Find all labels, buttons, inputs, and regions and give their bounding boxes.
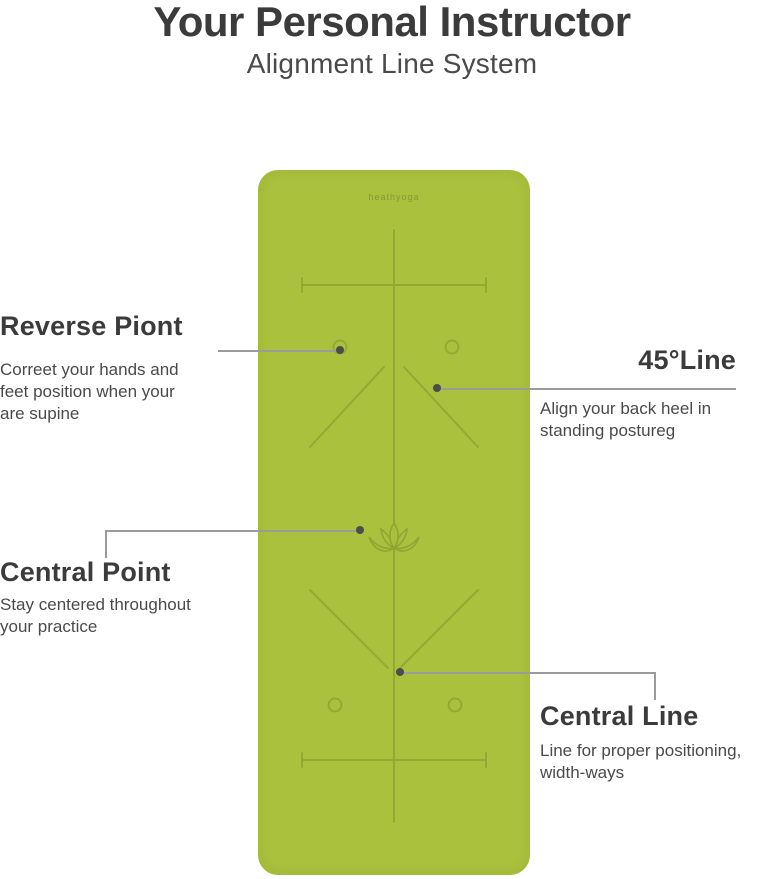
callout-45-line-dot <box>433 384 441 392</box>
alignment-lines-graphic <box>301 229 487 823</box>
lotus-icon <box>368 521 420 552</box>
callout-central-line-heading: Central Line <box>540 701 699 731</box>
callout-45-line-heading: 45°Line <box>638 345 736 375</box>
lower-45-line-right <box>399 589 479 669</box>
callout-central-point-description: Stay centered throughout your practice <box>0 595 191 636</box>
callout-central-point-connector-h <box>105 530 360 532</box>
callout-reverse-point-description: Correet your hands and feet position whe… <box>0 360 179 423</box>
callout-central-line-dot <box>396 668 404 676</box>
reverse-point-ring-right <box>444 339 460 355</box>
page-title: Your Personal Instructor <box>153 0 631 45</box>
page-subtitle: Alignment Line System <box>246 48 538 79</box>
bottom-ring-right <box>447 697 463 713</box>
bottom-ring-left <box>327 697 343 713</box>
callout-central-point-dot <box>356 526 364 534</box>
callout-45-line-connector <box>437 388 736 390</box>
callout-central-point-heading: Central Point <box>0 557 171 587</box>
callout-central-line-description: Line for proper positioning, width-ways <box>540 741 742 782</box>
callout-45-line-description: Align your back heel in standing posture… <box>540 399 712 440</box>
mat-brand-label: heathyoga <box>368 192 420 202</box>
lower-45-line-left <box>309 589 389 669</box>
callout-central-line-connector-h <box>400 672 656 674</box>
upper-45-line-right <box>403 366 479 448</box>
yoga-mat: heathyoga <box>258 170 530 875</box>
upper-45-line-left <box>309 366 385 448</box>
callout-reverse-point-connector <box>218 350 340 352</box>
callout-reverse-point-dot <box>336 346 344 354</box>
callout-central-line-connector-v <box>654 672 656 700</box>
callout-reverse-point-heading: Reverse Piont <box>0 311 183 341</box>
callout-central-point-connector-v <box>105 530 107 558</box>
